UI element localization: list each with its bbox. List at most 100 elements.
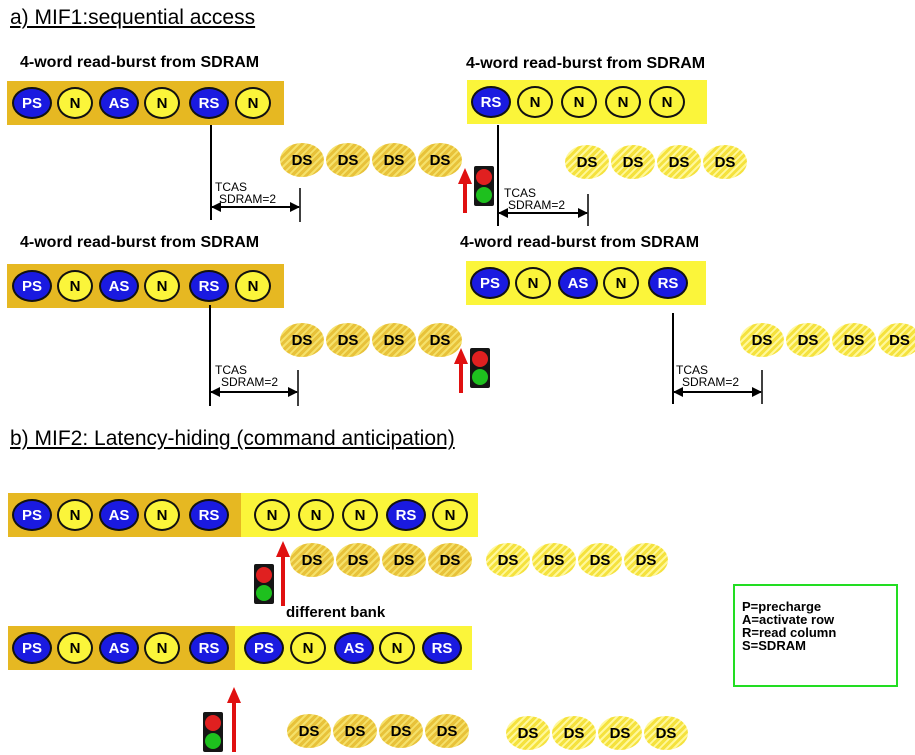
ds-word: DS [336, 543, 380, 577]
ds-burst-a2: DS DS DS DS [565, 145, 747, 179]
traffic-light-icon [203, 712, 223, 752]
ds-word: DS [326, 143, 370, 177]
red-arrow-icon [454, 348, 468, 393]
command-ps: PS [12, 632, 52, 664]
different-bank-label: different bank [286, 604, 386, 621]
green-lamp-icon [472, 369, 488, 385]
command-n: N [432, 499, 468, 531]
burst-title-a1: 4-word read-burst from SDRAM [20, 54, 260, 71]
command-row-b1: PS N AS N RS N N N RS N [8, 493, 478, 537]
command-bar-a3: PS N AS N RS N [7, 264, 284, 308]
command-n: N [144, 499, 180, 531]
red-arrow-icon [276, 541, 290, 606]
ds-word: DS [486, 543, 530, 577]
command-rs: RS [189, 270, 229, 302]
command-bar-a1: PS N AS N RS N [7, 81, 284, 125]
command-n: N [290, 632, 326, 664]
command-n: N [235, 87, 271, 119]
command-n: N [342, 499, 378, 531]
command-row-b2: PS N AS N RS PS N AS N RS [8, 626, 472, 670]
command-ps: PS [12, 87, 52, 119]
command-bar-a4: PS N AS N RS [466, 261, 706, 305]
tcas-line1: TCAS [676, 363, 709, 377]
ds-word: DS [644, 716, 688, 750]
burst-title-a2: 4-word read-burst from SDRAM [466, 55, 706, 72]
command-n: N [517, 86, 553, 118]
command-rs: RS [471, 86, 511, 118]
ds-burst-b1-second: DS DS DS DS [486, 543, 668, 577]
command-ps: PS [244, 632, 284, 664]
section-b-title: b) MIF2: Latency-hiding (command anticip… [10, 427, 455, 450]
legend-box: P=precharge A=activate row R=read column… [733, 584, 898, 687]
command-rs: RS [189, 632, 229, 664]
traffic-light-icon [474, 166, 494, 206]
tcas-line1: TCAS [215, 363, 248, 377]
section-a-title: a) MIF1:sequential access [10, 6, 256, 29]
ds-word: DS [786, 323, 830, 357]
ds-word: DS [418, 143, 462, 177]
green-lamp-icon [256, 585, 272, 601]
ds-word: DS [425, 714, 469, 748]
command-as: AS [334, 632, 374, 664]
command-as: AS [99, 499, 139, 531]
legend-line: P=precharge [742, 599, 822, 614]
burst-title-a4: 4-word read-burst from SDRAM [460, 234, 700, 251]
command-n: N [144, 270, 180, 302]
ds-word: DS [280, 323, 324, 357]
ds-word: DS [280, 143, 324, 177]
ds-word: DS [428, 543, 472, 577]
command-ps: PS [12, 270, 52, 302]
ds-word: DS [578, 543, 622, 577]
legend-line: R=read column [742, 625, 837, 640]
ds-word: DS [657, 145, 701, 179]
command-n: N [649, 86, 685, 118]
command-ps: PS [12, 499, 52, 531]
ds-burst-a4: DS DS DS DS [740, 323, 915, 357]
command-n: N [235, 270, 271, 302]
command-as: AS [99, 270, 139, 302]
command-n: N [57, 87, 93, 119]
ds-burst-a3: DS DS DS DS [280, 323, 462, 357]
ds-word: DS [703, 145, 747, 179]
ds-burst-b2-first: DS DS DS DS [287, 714, 469, 748]
tcas-line1: TCAS [504, 186, 537, 200]
traffic-light-icon [470, 348, 490, 388]
command-n: N [515, 267, 551, 299]
command-n: N [57, 632, 93, 664]
command-ps: PS [470, 267, 510, 299]
tcas-line2: SDRAM=2 [682, 375, 740, 389]
green-lamp-icon [476, 187, 492, 203]
command-as: AS [99, 632, 139, 664]
command-n: N [254, 499, 290, 531]
command-rs: RS [189, 87, 229, 119]
red-arrow-icon [227, 687, 241, 752]
command-n: N [603, 267, 639, 299]
ds-word: DS [382, 543, 426, 577]
command-rs: RS [422, 632, 462, 664]
ds-word: DS [624, 543, 668, 577]
ds-word: DS [418, 323, 462, 357]
ds-word: DS [506, 716, 550, 750]
command-bar-a2: RS N N N N [467, 80, 707, 124]
traffic-light-icon [254, 564, 274, 604]
ds-word: DS [565, 145, 609, 179]
tcas-line1: TCAS [215, 180, 248, 194]
ds-word: DS [878, 323, 915, 357]
ds-burst-b1-first: DS DS DS DS [290, 543, 472, 577]
command-as: AS [558, 267, 598, 299]
ds-word: DS [379, 714, 423, 748]
command-n: N [298, 499, 334, 531]
command-n: N [57, 499, 93, 531]
command-rs: RS [648, 267, 688, 299]
green-lamp-icon [205, 733, 221, 749]
legend-line: A=activate row [742, 612, 835, 627]
ds-word: DS [532, 543, 576, 577]
legend-line: S=SDRAM [742, 638, 806, 653]
red-lamp-icon [476, 169, 492, 185]
command-n: N [379, 632, 415, 664]
red-lamp-icon [205, 715, 221, 731]
command-n: N [605, 86, 641, 118]
